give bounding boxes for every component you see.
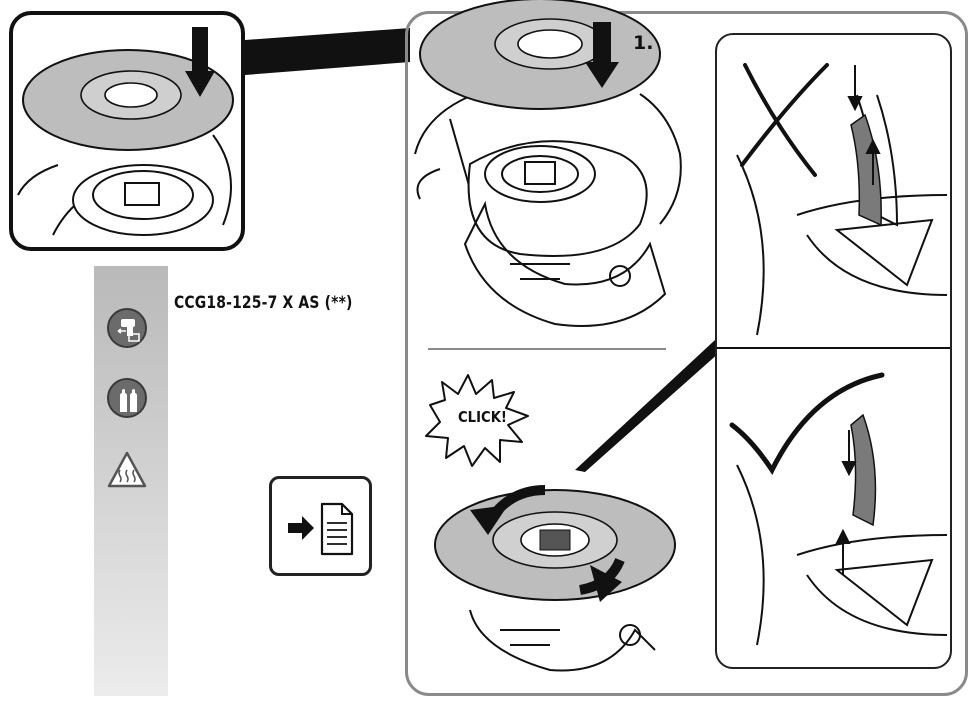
hot-surface-warning-icon bbox=[106, 449, 148, 491]
click-label: CLICK! bbox=[458, 408, 507, 426]
model-label: CCG18-125-7 X AS (**) bbox=[174, 293, 353, 313]
grinding-disc-inset bbox=[22, 49, 234, 151]
gap-indicator-arrows bbox=[835, 65, 881, 575]
inset-closeup bbox=[9, 11, 245, 251]
correct-checkmark-icon bbox=[729, 372, 885, 475]
disc-lock-illustration bbox=[425, 374, 676, 672]
grinding-disc-top bbox=[419, 0, 661, 110]
main-illustration-frame bbox=[405, 11, 968, 696]
wrong-cross-icon bbox=[740, 63, 829, 177]
step-number: 1. bbox=[633, 32, 654, 54]
click-burst bbox=[425, 374, 529, 467]
gloves-icon bbox=[107, 378, 147, 418]
down-arrow-icon bbox=[185, 27, 215, 97]
detail-comparison-panel bbox=[715, 33, 952, 669]
disc-edge-wrong bbox=[850, 113, 882, 227]
remove-battery-icon bbox=[107, 308, 147, 348]
step-divider bbox=[428, 348, 666, 350]
see-document-box bbox=[269, 476, 372, 576]
disc-edge-correct bbox=[850, 413, 877, 527]
down-arrow-icon bbox=[585, 22, 619, 88]
disc-placement-illustration bbox=[414, 0, 682, 327]
rotate-arrow-icon bbox=[470, 485, 625, 602]
grinding-disc-mounted bbox=[434, 489, 676, 601]
document-icon bbox=[320, 502, 354, 556]
right-arrow-icon bbox=[288, 516, 314, 540]
